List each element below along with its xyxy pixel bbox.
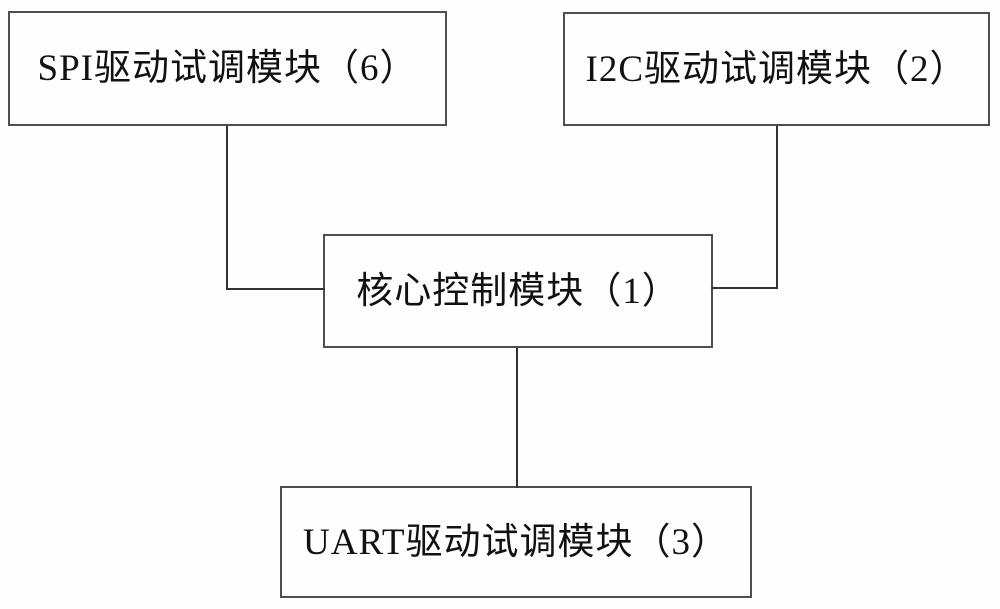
- connector-spi-to-core-vertical: [226, 126, 228, 289]
- node-uart-driver-debug-module: UART驱动试调模块（3）: [280, 486, 752, 598]
- connector-spi-to-core-horizontal: [226, 288, 325, 290]
- node-core-control-module: 核心控制模块（1）: [323, 234, 713, 348]
- connector-core-to-uart-vertical: [516, 348, 518, 488]
- node-i2c-label: I2C驱动试调模块（2）: [585, 48, 968, 90]
- connector-i2c-to-core-horizontal: [711, 287, 778, 289]
- connector-i2c-to-core-vertical: [776, 126, 778, 289]
- node-uart-label: UART驱动试调模块（3）: [303, 521, 729, 563]
- node-spi-driver-debug-module: SPI驱动试调模块（6）: [8, 11, 447, 126]
- node-core-label: 核心控制模块（1）: [356, 270, 680, 312]
- node-spi-label: SPI驱动试调模块（6）: [37, 48, 418, 89]
- node-i2c-driver-debug-module: I2C驱动试调模块（2）: [563, 12, 990, 126]
